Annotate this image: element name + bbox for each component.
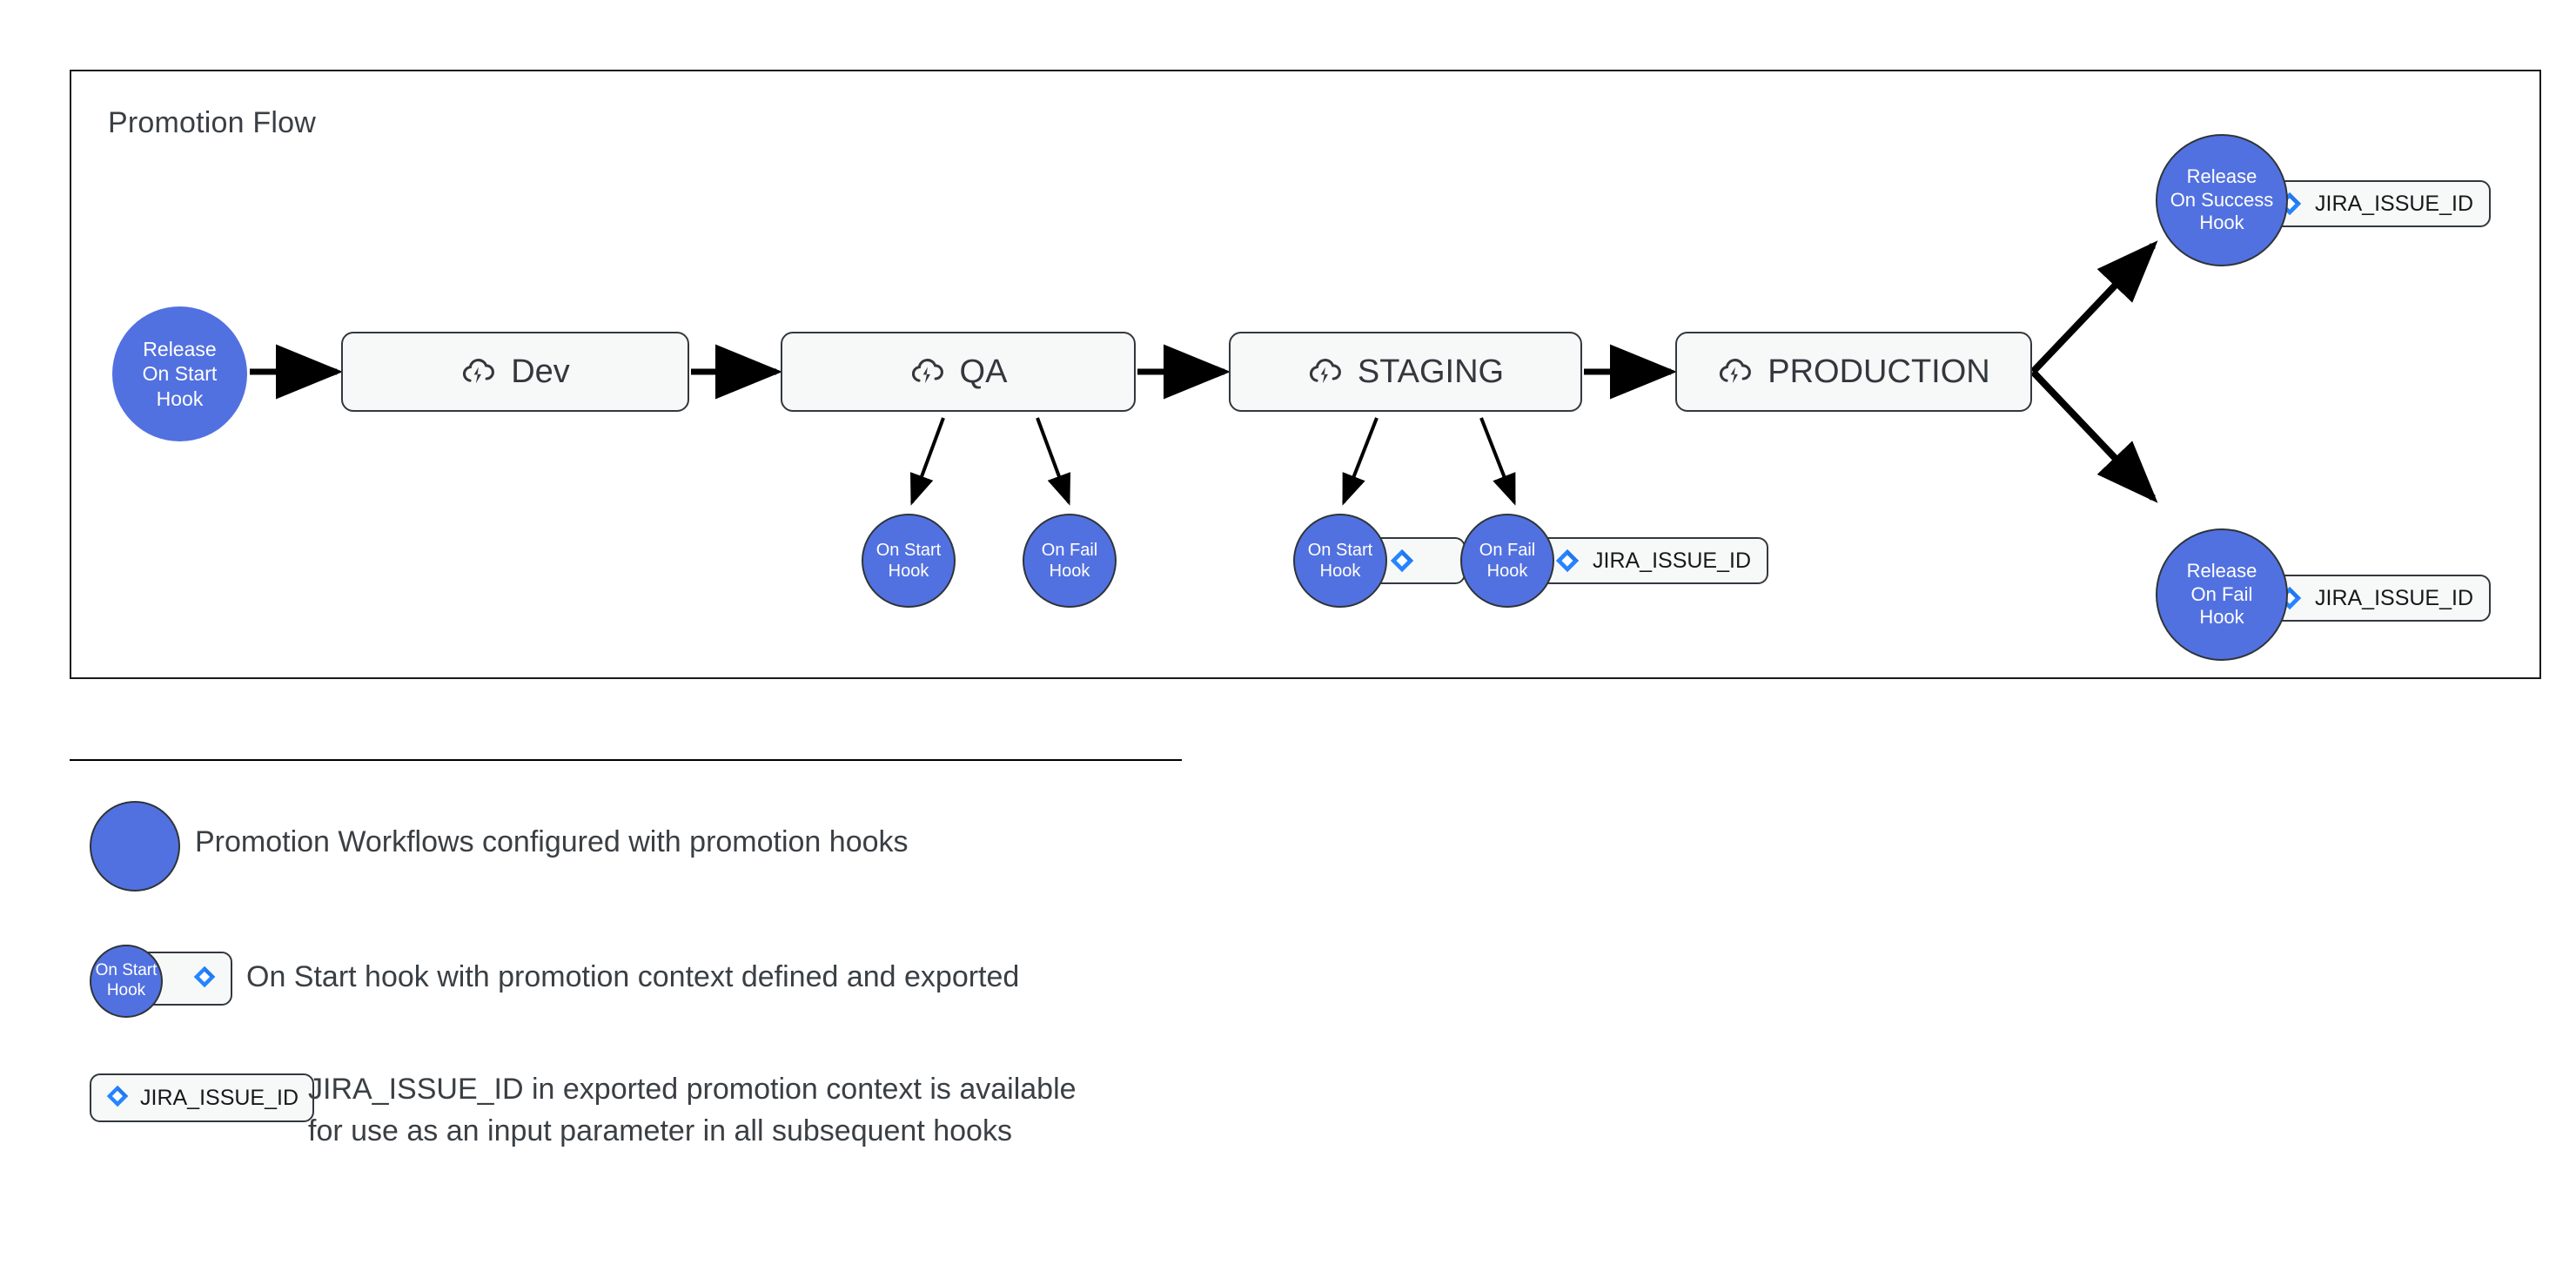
edge-production-to-release-fail [2030, 369, 2158, 503]
hook-label-group: Release On Success Hook [2170, 165, 2274, 235]
stage-box-production[interactable]: PRODUCTION [1675, 332, 2032, 412]
hook-release-on-start[interactable]: Release On Start Hook [112, 306, 247, 441]
hook-line-1: Release [2186, 165, 2257, 187]
blue-circle-icon [90, 801, 180, 892]
hook-line-1: On Start [95, 961, 158, 980]
hook-label-group: Release On Fail Hook [2187, 560, 2257, 629]
hook-qa-on-fail[interactable]: On Fail Hook [1023, 514, 1117, 608]
stage-box-staging[interactable]: STAGING [1229, 332, 1582, 412]
hook-line-1: Release [2186, 559, 2257, 582]
hook-line-3: Hook [156, 387, 204, 410]
legend-item-label: On Start hook with promotion context def… [246, 960, 1020, 993]
hook-label-group: On Fail Hook [1042, 540, 1097, 582]
promotion-flow-container: Promotion Flow [70, 70, 2541, 679]
context-badge-label: JIRA_ISSUE_ID [1593, 548, 1752, 573]
hook-line-2: On Success [2170, 188, 2274, 211]
edge-production-to-release-success [2030, 240, 2158, 374]
hook-staging-on-fail[interactable]: On Fail Hook [1460, 514, 1554, 608]
stage-label-production: PRODUCTION [1768, 353, 1990, 390]
cloud-lightning-icon [1307, 357, 1342, 387]
hook-label-group: On Fail Hook [1479, 540, 1535, 582]
hook-line-3: Hook [2199, 606, 2244, 629]
hook-line-1: On Start [1307, 540, 1373, 560]
hook-label-group: On Start Hook [1308, 540, 1372, 582]
hook-line-2: Hook [1486, 562, 1528, 581]
hook-line-1: On Fail [1479, 540, 1536, 560]
stage-box-qa[interactable]: QA [781, 332, 1136, 412]
stage-label-dev: Dev [511, 353, 570, 390]
legend-item-label: JIRA_ISSUE_ID in exported promotion cont… [308, 1073, 1077, 1148]
jira-icon [105, 1084, 130, 1113]
diagram-title: Promotion Flow [108, 106, 316, 139]
hook-line-3: Hook [2199, 212, 2244, 234]
edge-qa-to-onfail-hook [1036, 417, 1070, 506]
jira-icon [192, 965, 217, 993]
cloud-lightning-icon [1717, 357, 1752, 387]
hook-qa-on-start[interactable]: On Start Hook [862, 514, 956, 608]
edge-staging-to-onstart-hook [1342, 417, 1379, 506]
hook-line-2: Hook [888, 562, 929, 581]
context-badge-label: JIRA_ISSUE_ID [2315, 191, 2474, 216]
hook-release-on-success[interactable]: Release On Success Hook [2156, 134, 2288, 266]
hook-line-2: On Fail [2190, 582, 2253, 605]
context-badge-label: JIRA_ISSUE_ID [140, 1085, 299, 1110]
hook-line-1: On Start [875, 540, 942, 560]
edge-qa-to-onstart-hook [910, 417, 945, 506]
hook-release-on-fail[interactable]: Release On Fail Hook [2156, 528, 2288, 661]
hook-label-group: Release On Start Hook [143, 337, 218, 410]
legend-item-label: Promotion Workflows configured with prom… [195, 825, 909, 858]
hook-label-group: On Start Hook [876, 540, 941, 582]
jira-context-badge-icon: JIRA_ISSUE_ID [90, 1073, 315, 1122]
hook-line-1: On Fail [1041, 540, 1098, 560]
legend-divider [70, 759, 1182, 761]
hook-line-2: Hook [1049, 562, 1090, 581]
stage-label-staging: STAGING [1357, 353, 1505, 390]
jira-icon [1554, 548, 1580, 574]
hook-circle-icon: On Start Hook [90, 945, 163, 1018]
hook-line-1: Release [143, 338, 217, 361]
stage-box-dev[interactable]: Dev [341, 332, 689, 412]
stage-label-qa: QA [959, 353, 1008, 390]
edge-staging-to-onfail-hook [1479, 417, 1516, 506]
hook-label-group: On Start Hook [96, 961, 158, 1001]
cloud-lightning-icon [909, 357, 944, 387]
hook-line-2: Hook [1319, 562, 1361, 581]
hook-staging-on-start[interactable]: On Start Hook [1293, 514, 1387, 608]
context-badge-label: JIRA_ISSUE_ID [2315, 585, 2474, 610]
hook-line-2: On Start [142, 362, 218, 386]
hook-line-2: Hook [106, 981, 146, 999]
jira-icon [1389, 548, 1415, 574]
cloud-lightning-icon [460, 357, 495, 387]
